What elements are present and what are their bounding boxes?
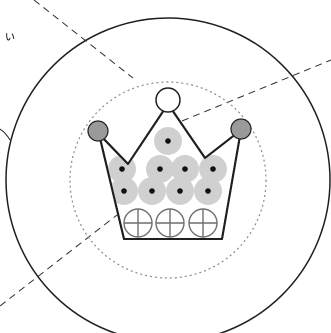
dot <box>182 166 188 172</box>
dot <box>177 188 183 194</box>
plus-circle-left <box>124 209 152 237</box>
dot <box>157 166 163 172</box>
edge-mark-left-top: ぃ <box>4 29 16 43</box>
dot <box>205 188 211 194</box>
dot <box>210 166 216 172</box>
plus-circle-middle <box>156 209 184 237</box>
dot <box>149 188 155 194</box>
dot <box>121 188 127 194</box>
guide-line-bottom-left <box>0 215 117 306</box>
top-jewel <box>156 88 180 112</box>
plus-circles <box>124 209 217 237</box>
guide-line-top-left <box>34 0 133 78</box>
dot <box>119 166 125 172</box>
plus-circle-right <box>189 209 217 237</box>
left-edge-arc <box>0 129 10 140</box>
dot <box>165 138 171 144</box>
right-jewel <box>231 119 251 139</box>
guide-line-top-right <box>182 60 331 121</box>
left-jewel <box>88 121 108 141</box>
